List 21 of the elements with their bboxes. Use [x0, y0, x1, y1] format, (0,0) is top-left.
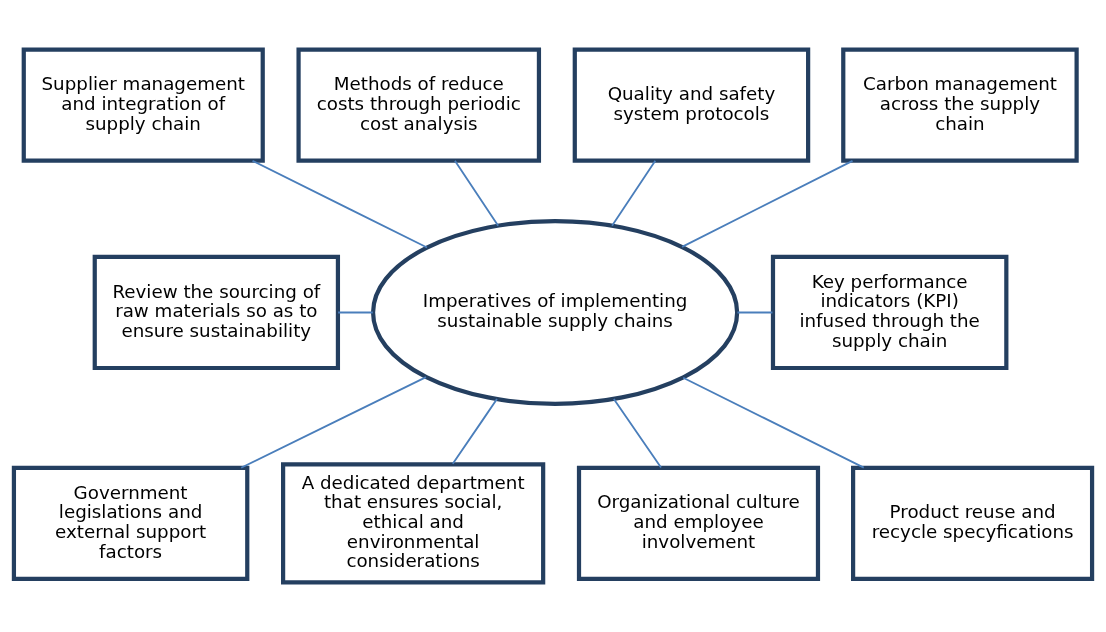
node-box: Product reuse and recycle specyfications — [851, 465, 1095, 581]
connector — [612, 398, 662, 469]
connector — [681, 159, 854, 248]
node-box: Organizational culture and employee involvement — [576, 465, 821, 581]
node-box: A dedicated department that ensures social, ethical and environmental considerations — [281, 462, 546, 585]
connector — [337, 311, 374, 314]
connector — [451, 398, 498, 465]
node-box: Methods of reduce costs through periodic cost analysis — [296, 47, 542, 163]
node-box: Quality and safety system protocols — [572, 47, 811, 163]
connector — [240, 376, 427, 469]
connector — [736, 311, 774, 314]
node-box: Key performance indicators (KPI) infused through the supply chain — [770, 254, 1009, 371]
connector — [251, 159, 428, 249]
node-ellipse: Imperatives of implementing sustainable supply chains — [370, 219, 740, 406]
node-box: Review the sourcing of raw materials so as to ensure sustainability — [92, 254, 341, 371]
node-box: Carbon management across the supply chain — [841, 47, 1079, 163]
node-box: Supplier management and integration of supply chain — [21, 47, 265, 163]
connector — [454, 159, 500, 227]
connector — [611, 159, 657, 227]
node-box: Government legislations and external support factors — [11, 465, 250, 581]
connector — [682, 376, 865, 469]
